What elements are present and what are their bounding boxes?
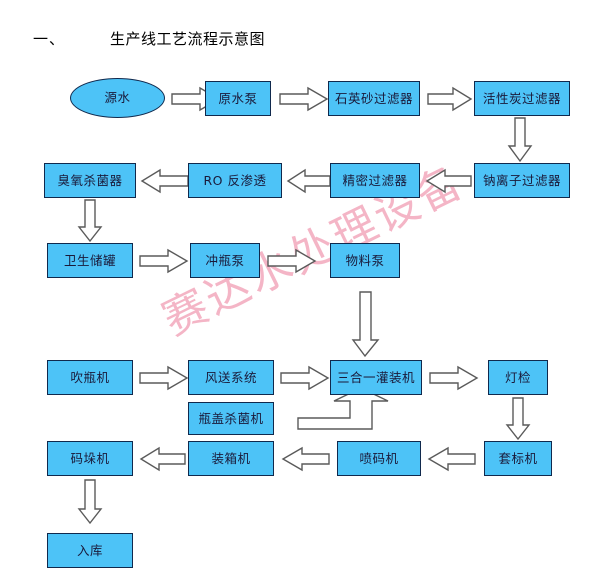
node-material-pump[interactable]: 物料泵 [330,243,400,278]
node-label: 冲瓶泵 [205,252,245,268]
node-three-in-one-filling-machine[interactable]: 三合一灌装机 [330,360,422,395]
title-number: 一、 [33,30,66,48]
arrow-right-quartz-to-carbon [427,86,473,112]
node-label: 石英砂过滤器 [334,90,413,106]
arrow-right-rinse-to-material-pump [267,248,317,274]
node-sanitary-storage-tank[interactable]: 卫生储罐 [47,243,133,278]
arrow-down-ozone-to-tank [77,199,103,243]
page-title: 一、 生产线工艺流程示意图 [0,28,615,54]
node-label: 活性炭过滤器 [482,90,561,106]
node-quartz-sand-filter[interactable]: 石英砂过滤器 [328,81,420,116]
arrow-right-tank-to-rinse-pump [139,248,189,274]
arrow-left-sodium-to-precision [425,168,472,194]
arrow-right-raw-pump-to-quartz [279,86,329,112]
node-label: 入库 [76,542,103,558]
node-activated-carbon-filter[interactable]: 活性炭过滤器 [474,81,570,116]
arrow-left-precision-to-ro [286,168,331,194]
node-case-packer[interactable]: 装箱机 [188,441,274,476]
node-source-water[interactable]: 源水 [70,78,165,118]
node-label: 物料泵 [345,252,385,268]
node-label: 灯检 [504,369,531,385]
node-label: 精密过滤器 [342,172,408,188]
node-label: 臭氧杀菌器 [57,172,123,188]
node-ro-reverse-osmosis[interactable]: RO 反渗透 [188,163,282,198]
arrow-right-blowing-to-air-conveying [139,365,189,391]
node-cap-sterilizer[interactable]: 瓶盖杀菌机 [188,402,274,435]
arrow-right-air-conveying-to-filling [280,365,330,391]
title-text: 生产线工艺流程示意图 [110,30,266,48]
node-palletizer[interactable]: 码垛机 [47,441,133,476]
arrow-left-ro-to-ozone [140,168,189,194]
node-label: 钠离子过滤器 [482,172,561,188]
node-label: 源水 [104,90,131,106]
node-warehouse-in[interactable]: 入库 [47,533,133,568]
node-precision-filter[interactable]: 精密过滤器 [330,163,420,198]
arrow-left-labeling-to-inkjet [427,446,476,472]
node-label: 瓶盖杀菌机 [198,410,264,426]
node-label: 原水泵 [218,90,258,106]
node-label: 套标机 [498,450,538,466]
node-labeling-machine[interactable]: 套标机 [484,441,552,476]
arrow-down-palletizer-to-warehouse [77,479,103,525]
node-label: 风送系统 [204,369,257,385]
node-lamp-inspection[interactable]: 灯检 [488,360,548,395]
arrow-right-filling-to-lamp-inspection [429,365,479,391]
node-air-conveying-system[interactable]: 风送系统 [188,360,274,395]
node-label: 卫生储罐 [63,252,116,268]
node-label: 装箱机 [211,450,251,466]
node-ozone-sterilizer[interactable]: 臭氧杀菌器 [44,163,136,198]
node-label: 吹瓶机 [70,369,110,385]
arrow-down-material-pump-to-filling [351,291,380,358]
arrow-left-inkjet-to-case-packer [281,446,330,472]
arrow-left-case-packer-to-palletizer [139,446,186,472]
arrow-down-carbon-to-sodium [507,117,533,163]
node-label: 码垛机 [70,450,110,466]
node-inkjet-printer[interactable]: 喷码机 [337,441,421,476]
node-label: 喷码机 [359,450,399,466]
arrow-down-lamp-to-labeling [505,397,531,441]
node-bottle-blowing-machine[interactable]: 吹瓶机 [47,360,133,395]
node-label: 三合一灌装机 [336,369,415,385]
node-bottle-rinsing-pump[interactable]: 冲瓶泵 [190,243,260,278]
node-raw-water-pump[interactable]: 原水泵 [205,81,271,116]
node-label: RO 反渗透 [203,172,267,188]
node-sodium-ion-filter[interactable]: 钠离子过滤器 [474,163,570,198]
